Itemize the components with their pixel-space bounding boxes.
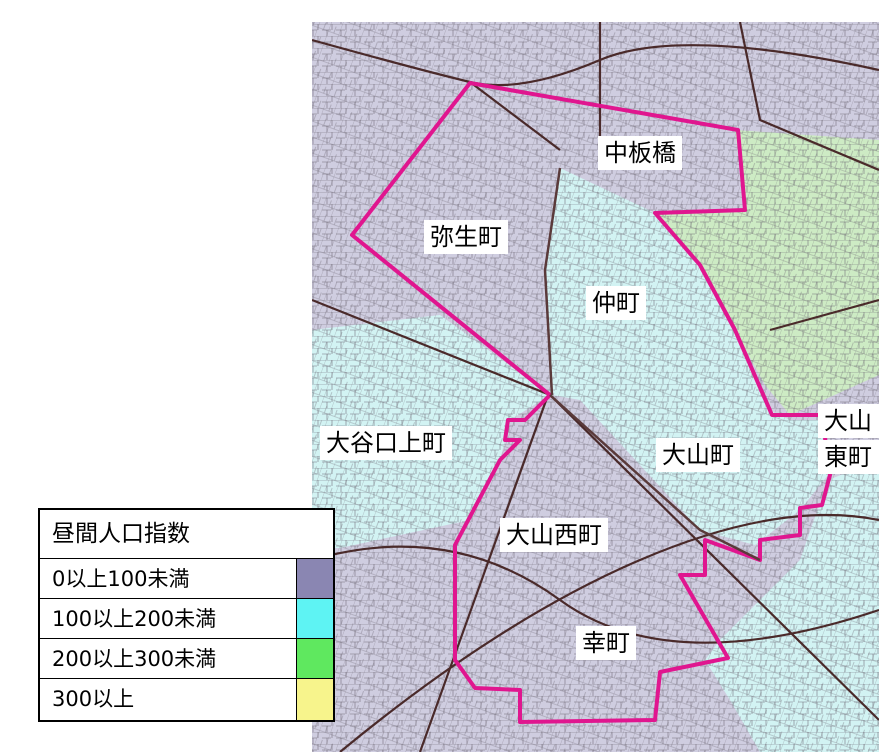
legend-label: 0以上100未満	[40, 559, 297, 598]
label-nakacho: 仲町	[586, 286, 646, 320]
legend-label: 300以上	[40, 679, 297, 720]
legend-swatch	[297, 559, 333, 598]
label-oyamacho: 大山町	[656, 438, 740, 472]
legend-row: 100以上200未満	[40, 599, 333, 639]
label-yayoicho: 弥生町	[424, 220, 508, 254]
district-boundary-inner-nakacho	[543, 167, 562, 396]
legend-row: 200以上300未満	[40, 639, 333, 679]
legend-label: 200以上300未満	[40, 639, 297, 678]
legend-row: 0以上100未満	[40, 559, 333, 599]
label-oyamahigashicho-line2: 東町	[818, 440, 879, 474]
label-oyamanishicho: 大山西町	[500, 518, 608, 552]
legend-swatch	[297, 679, 333, 720]
legend-swatch	[297, 639, 333, 678]
map-legend: 昼間人口指数 0以上100未満 100以上200未満 200以上300未満 30…	[38, 508, 335, 722]
legend-title: 昼間人口指数	[40, 510, 333, 559]
district-boundary	[350, 81, 832, 724]
label-oyaguchikamicho: 大谷口上町	[320, 426, 452, 460]
label-nakaitabashi: 中板橋	[598, 136, 682, 170]
legend-swatch	[297, 599, 333, 638]
district-boundary-inner-oyama	[549, 394, 761, 562]
legend-label: 100以上200未満	[40, 599, 297, 638]
legend-row: 300以上	[40, 679, 333, 720]
label-oyamahigashicho-line1: 大山	[818, 404, 879, 438]
label-saiwaicho: 幸町	[576, 626, 636, 660]
